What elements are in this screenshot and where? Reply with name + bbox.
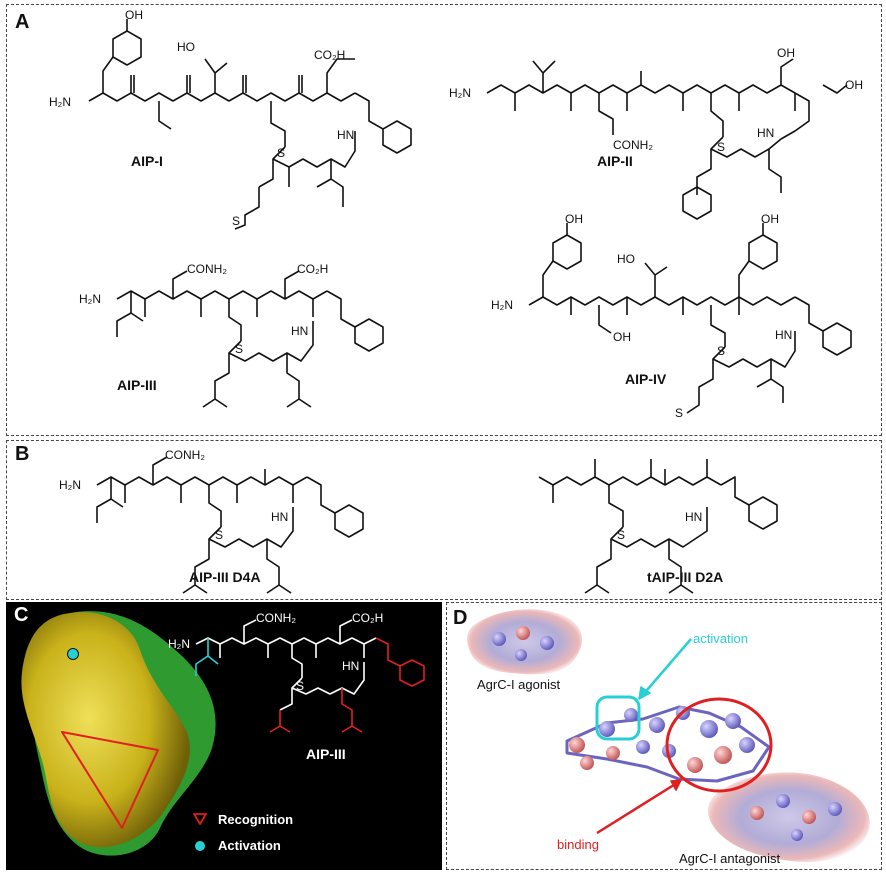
aip-i-structure: OH H₂N HO CO₂H S S HN [49, 8, 412, 230]
aip-iii-h2n: H₂N [79, 292, 101, 306]
aip-ii-label: AIP-II [597, 153, 633, 169]
aip-iii-overlay-structure: H₂N CONH₂ CO₂H S HN [168, 611, 425, 733]
aip-iv-structure: OH OH H₂N HO OH S S HN [491, 212, 852, 420]
panel-label-d: D [453, 607, 468, 629]
aip-ii-oh: OH [777, 46, 795, 60]
aip-i-label: AIP-I [131, 153, 163, 169]
activation-arrowhead [638, 686, 651, 700]
aip-ii-conh2: CONH₂ [613, 138, 653, 152]
aip-ii-hn: HN [757, 126, 774, 140]
c-conh2: CONH₂ [256, 611, 296, 625]
panel-a: A OH H₂N HO CO₂H S S HN AIP-I [6, 4, 882, 436]
aip-ii-structure: H₂N OH OH CONH₂ S HN [449, 46, 863, 220]
d4a-h2n: H₂N [59, 478, 81, 492]
legend-recognition-icon [193, 813, 207, 825]
aip-iv-s2: S [675, 406, 683, 420]
activation-arrow [640, 638, 692, 698]
binding-label: binding [557, 837, 599, 852]
d4a-hn: HN [271, 510, 288, 524]
binding-arrow [596, 781, 678, 835]
d2a-s: S [617, 528, 625, 542]
c-s: S [296, 679, 304, 693]
legend-activation-icon [195, 841, 205, 851]
agonist-label: AgrC-I agonist [477, 677, 561, 692]
recognition-triangle [61, 731, 159, 829]
d4a-conh2: CONH₂ [165, 448, 205, 462]
docking-visualization [467, 609, 870, 862]
aip-i-oh: OH [125, 8, 143, 22]
aip-iv-oh3: OH [613, 330, 631, 344]
aip-iv-oh: OH [565, 212, 583, 226]
taip-iii-d2a-label: tAIP-III D2A [647, 569, 724, 585]
legend-recognition-label: Recognition [218, 812, 294, 827]
aip-iii-conh2: CONH₂ [187, 262, 227, 276]
agonist-ligand [492, 626, 554, 661]
aip-i-ho: HO [177, 40, 195, 54]
aip-iv-hn: HN [775, 328, 792, 342]
panel-label-b: B [15, 443, 30, 465]
aip-i-hn: HN [337, 128, 354, 142]
legend-activation-label: Activation [218, 838, 281, 853]
panel-b: B H₂N CONH₂ S HN AIP-III D4A S HN tAIP-I… [6, 440, 882, 600]
aip-i-s: S [277, 146, 285, 160]
d4a-s: S [215, 528, 223, 542]
aip-i-co2h: CO₂H [314, 48, 345, 62]
aip-i-h2n: H₂N [49, 95, 71, 109]
aip-ii-oh2: OH [845, 78, 863, 92]
binding-surface [21, 611, 216, 856]
activation-site-marker [67, 648, 79, 660]
c-h2n: H₂N [168, 637, 190, 651]
activation-label: activation [693, 631, 748, 646]
antagonist-label: AgrC-I antagonist [679, 851, 781, 866]
aip-iii-co2h: CO₂H [297, 262, 328, 276]
taip-iii-d2a-structure: S HN [538, 459, 778, 594]
panel-d: D [446, 602, 882, 870]
antagonist-ligand [750, 794, 842, 841]
binding-highlight [665, 697, 773, 793]
aip-iv-s: S [717, 344, 725, 358]
agonist-surface [467, 609, 583, 675]
aip-iii-label: AIP-III [117, 377, 157, 393]
aip-iv-ho: HO [617, 252, 635, 266]
antagonist-surface [708, 772, 870, 862]
surface-yellow [21, 612, 190, 848]
aip-iv-oh2: OH [761, 212, 779, 226]
aip-ii-s: S [717, 140, 725, 154]
aip-iii-s: S [235, 342, 243, 356]
aip-i-s2: S [232, 214, 240, 228]
d2a-hn: HN [685, 510, 702, 524]
aip-iv-h2n: H₂N [491, 298, 513, 312]
aip-iii-structure: H₂N CONH₂ CO₂H S HN [79, 262, 384, 408]
central-ligand [565, 705, 771, 783]
activation-highlight [595, 695, 641, 741]
c-hn: HN [342, 659, 359, 673]
aip-iii-d4a-label: AIP-III D4A [189, 569, 261, 585]
c-molecule-label: AIP-III [306, 746, 346, 762]
panel-label-c: C [14, 604, 29, 626]
panel-label-a: A [15, 11, 30, 33]
aip-iv-label: AIP-IV [625, 371, 667, 387]
aip-ii-h2n: H₂N [449, 86, 471, 100]
binding-arrowhead [670, 779, 682, 791]
c-co2h: CO₂H [352, 611, 383, 625]
aip-iii-d4a-structure: H₂N CONH₂ S HN [59, 448, 364, 594]
panel-c: H₂N CONH₂ CO₂H S HN C AIP-III Recognitio… [6, 602, 442, 870]
aip-iii-hn: HN [291, 324, 308, 338]
